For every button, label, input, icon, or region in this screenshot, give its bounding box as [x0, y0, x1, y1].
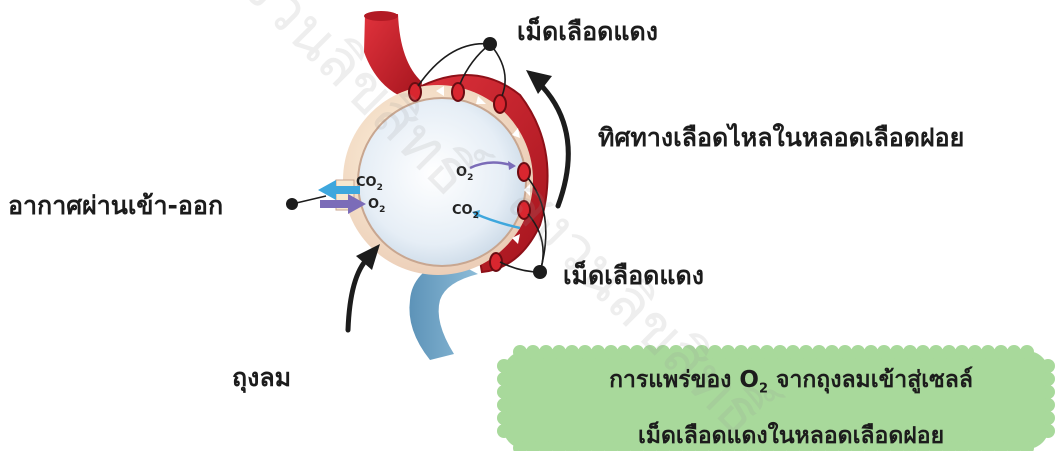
caption-scallop [497, 411, 511, 425]
caption-text: การแพร่ของ O2 จากถุงลมเข้าสู่เซลล์ เม็ดเ… [540, 357, 1042, 459]
artery-opening [364, 11, 398, 21]
caption-scallop [497, 359, 511, 373]
leader-dot-air [286, 198, 298, 210]
caption-scallop [1041, 398, 1055, 412]
caption-scallop [526, 345, 540, 359]
label-red-blood-cell-bottom: เม็ดเลือดแดง [563, 256, 704, 296]
label-red-blood-cell-top: เม็ดเลือดแดง [517, 12, 658, 52]
leader-dot-rbc-top [483, 37, 497, 51]
caption-line-2: เม็ดเลือดแดงในหลอดเลือดฝอย [540, 413, 1042, 459]
caption-scallop [1041, 372, 1055, 386]
caption-scallop [1041, 385, 1055, 399]
caption-scallop [497, 424, 511, 438]
caption-scallop [497, 398, 511, 412]
caption-scallop [1041, 359, 1055, 373]
red-blood-cell [452, 83, 464, 101]
caption-line-1: การแพร่ของ O2 จากถุงลมเข้าสู่เซลล์ [540, 357, 1042, 413]
air-sac-arrow [348, 258, 368, 330]
label-flow-direction: ทิศทางเลือดไหลในหลอดเลือดฝอย [598, 118, 964, 158]
caption-scallop [497, 385, 511, 399]
caption-scallop [1041, 424, 1055, 438]
label-air-sac: ถุงลม [232, 358, 291, 398]
caption-scallop [1041, 411, 1055, 425]
label-air-exchange: อากาศผ่านเข้า-ออก [8, 186, 223, 226]
caption-scallop [497, 372, 511, 386]
caption-scallop [513, 345, 527, 359]
red-blood-cell [494, 95, 506, 113]
